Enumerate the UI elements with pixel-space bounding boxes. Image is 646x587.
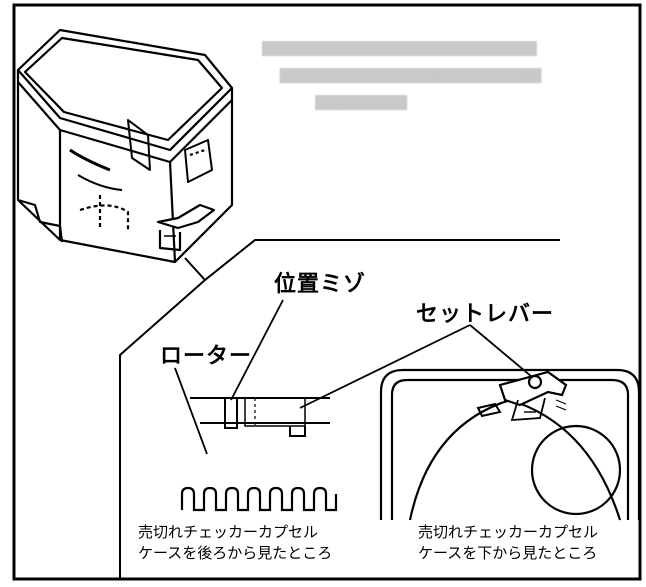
rotor-label: ローター bbox=[160, 344, 253, 369]
faded-background-text: ▆▆▆▆▆▆▆▆▆▆▆▆▆▆▆▆▆▆▆▆▆ ▆▆▆▆▆▆▆▆▆▆▆▆▆▆▆▆▆▆… bbox=[262, 37, 542, 111]
bottom-view-caption: 売切れチェッカーカプセル ケースを下から見たところ bbox=[418, 522, 598, 564]
rear-view-drawing bbox=[190, 397, 330, 437]
diagram-border bbox=[12, 3, 642, 581]
back-view-caption-line-1: 売切れチェッカーカプセル bbox=[138, 523, 319, 541]
bottom-view-caption-line-2: ケースを下から見たところ bbox=[418, 544, 598, 562]
set-lever-label: セットレバー bbox=[416, 302, 555, 327]
bottom-view-caption-line-1: 売切れチェッカーカプセル bbox=[418, 523, 599, 541]
leader-lines bbox=[174, 299, 539, 455]
capsule-case-drawing bbox=[16, 28, 234, 264]
back-view-caption-line-2: ケースを後ろから見たところ bbox=[138, 544, 333, 562]
back-view-caption: 売切れチェッカーカプセル ケースを後ろから見たところ bbox=[138, 522, 332, 564]
bottom-view-drawing bbox=[379, 368, 641, 521]
rotor-wave bbox=[180, 486, 338, 512]
position-groove-label: 位置ミゾ bbox=[274, 272, 367, 297]
callout-lines bbox=[119, 239, 560, 578]
